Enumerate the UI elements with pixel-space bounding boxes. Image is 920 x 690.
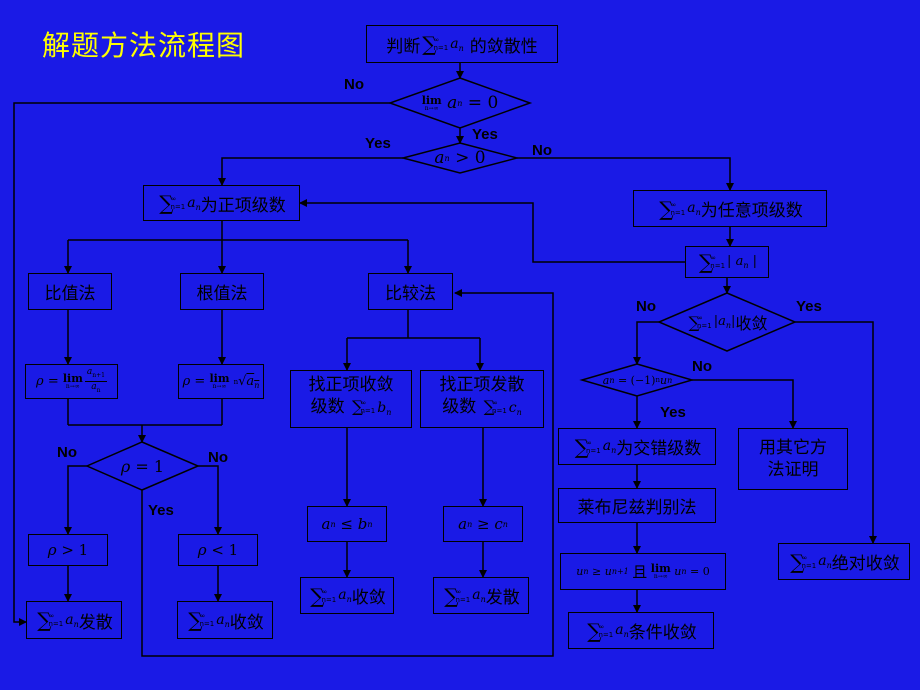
sum-symbol-icon: ∑∞n=1 — [444, 583, 471, 608]
label-yes-rho: Yes — [148, 502, 174, 519]
label-yes-abs-converge: Yes — [796, 298, 822, 315]
label-no-abs-converge: No — [636, 298, 656, 315]
absolute-label: 绝对收敛 — [831, 554, 900, 574]
sum-symbol-icon: ∑∞n=1 — [188, 608, 215, 632]
label-no-positive: No — [532, 142, 552, 159]
node-alternating-series: ∑∞n=1 an 为交错级数 — [558, 428, 716, 465]
node-positive-series: ∑∞n=1 an 为正项级数 — [143, 185, 300, 221]
judge-prefix: 判断 — [386, 36, 421, 57]
label-no-rho-left: No — [57, 444, 77, 461]
sum-symbol-icon: ∑∞n=1 — [587, 618, 614, 643]
label-no-rho-right: No — [208, 449, 228, 466]
label-yes-positive: Yes — [365, 135, 391, 152]
diamond-abs-converge-text: ∑∞n=1 |an| 收敛 — [688, 312, 768, 334]
node-leibniz-test: 莱布尼兹判别法 — [558, 488, 716, 523]
page-title: 解题方法流程图 — [42, 29, 246, 62]
node-abs-series: ∑∞n=1 | an | — [685, 246, 769, 278]
diamond-an-positive — [400, 142, 520, 174]
sum-symbol-icon: ∑∞n=1 — [790, 549, 817, 574]
node-rho-greater: ρ > 1 — [28, 534, 108, 566]
label-no-limit: No — [344, 76, 364, 93]
node-arbitrary-series: ∑∞n=1 an 为任意项级数 — [633, 190, 827, 227]
label-yes-alternating: Yes — [660, 404, 686, 421]
sum-symbol-icon: ∑∞n=1 — [159, 191, 186, 215]
sum-symbol-icon: ∑∞n=1 — [659, 196, 686, 221]
abs-term: | an | — [727, 254, 757, 270]
judge-suffix: 的敛散性 — [469, 36, 538, 57]
label-yes-limit: Yes — [472, 126, 498, 143]
node-comparison-test: 比较法 — [368, 273, 453, 310]
label-no-alternating: No — [692, 358, 712, 375]
node-other-methods: 用其它方 法证明 — [738, 428, 848, 490]
sum-symbol-icon: ∑∞n=1 — [422, 32, 449, 56]
sum-symbol-icon: ∑∞n=1 — [699, 250, 726, 274]
arbitrary-label: 为任意项级数 — [700, 201, 803, 221]
sum-symbol-icon: ∑∞n=1 — [37, 608, 64, 632]
diamond-rho-equal-text: ρ = 1 — [120, 456, 165, 476]
diamond-abs-converge — [657, 292, 797, 352]
sum-symbol-icon: ∑∞n=1 — [574, 434, 601, 459]
node-absolute-convergence: ∑∞n=1 an 绝对收敛 — [778, 543, 910, 580]
conditional-label: 条件收敛 — [628, 623, 697, 643]
alternating-label: 为交错级数 — [616, 439, 702, 459]
positive-label: 为正项级数 — [200, 195, 286, 216]
node-rho-less: ρ < 1 — [178, 534, 258, 566]
node-ratio-test: 比值法 — [28, 273, 112, 310]
term-an: an — [450, 35, 464, 53]
node-judge-series: 判断 ∑∞n=1 an 的敛散性 — [366, 25, 558, 63]
node-conditional-convergence: ∑∞n=1 an 条件收敛 — [568, 612, 714, 649]
node-root-test: 根值法 — [180, 273, 264, 310]
sum-symbol-icon: ∑∞n=1 — [310, 583, 337, 608]
